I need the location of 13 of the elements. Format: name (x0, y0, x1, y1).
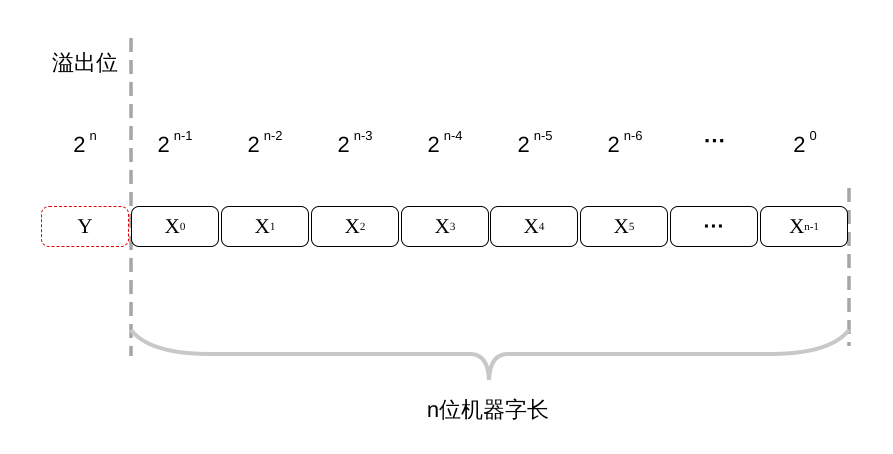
overflow-bit-box: Y (41, 206, 129, 247)
place-value: 2$^{n-1}$ (157, 128, 193, 158)
place-value: 2$^{n}$ (73, 128, 97, 158)
place-value: 2$^{n-4}$ (427, 128, 463, 158)
place-value: 2$^{n-6}$ (607, 128, 643, 158)
place-value: 2$^{n-3}$ (337, 128, 373, 158)
place-value: 2$^{n-5}$ (517, 128, 553, 158)
place-value: 2$^{0}$ (793, 128, 817, 158)
ellipsis: ··· (704, 128, 726, 154)
overflow-bit-label: 溢出位 (52, 49, 118, 77)
place-value: 2$^{n-2}$ (247, 128, 283, 158)
word-length-label: n位机器字长 (426, 396, 550, 424)
ellipsis-box: ··· (670, 206, 758, 247)
